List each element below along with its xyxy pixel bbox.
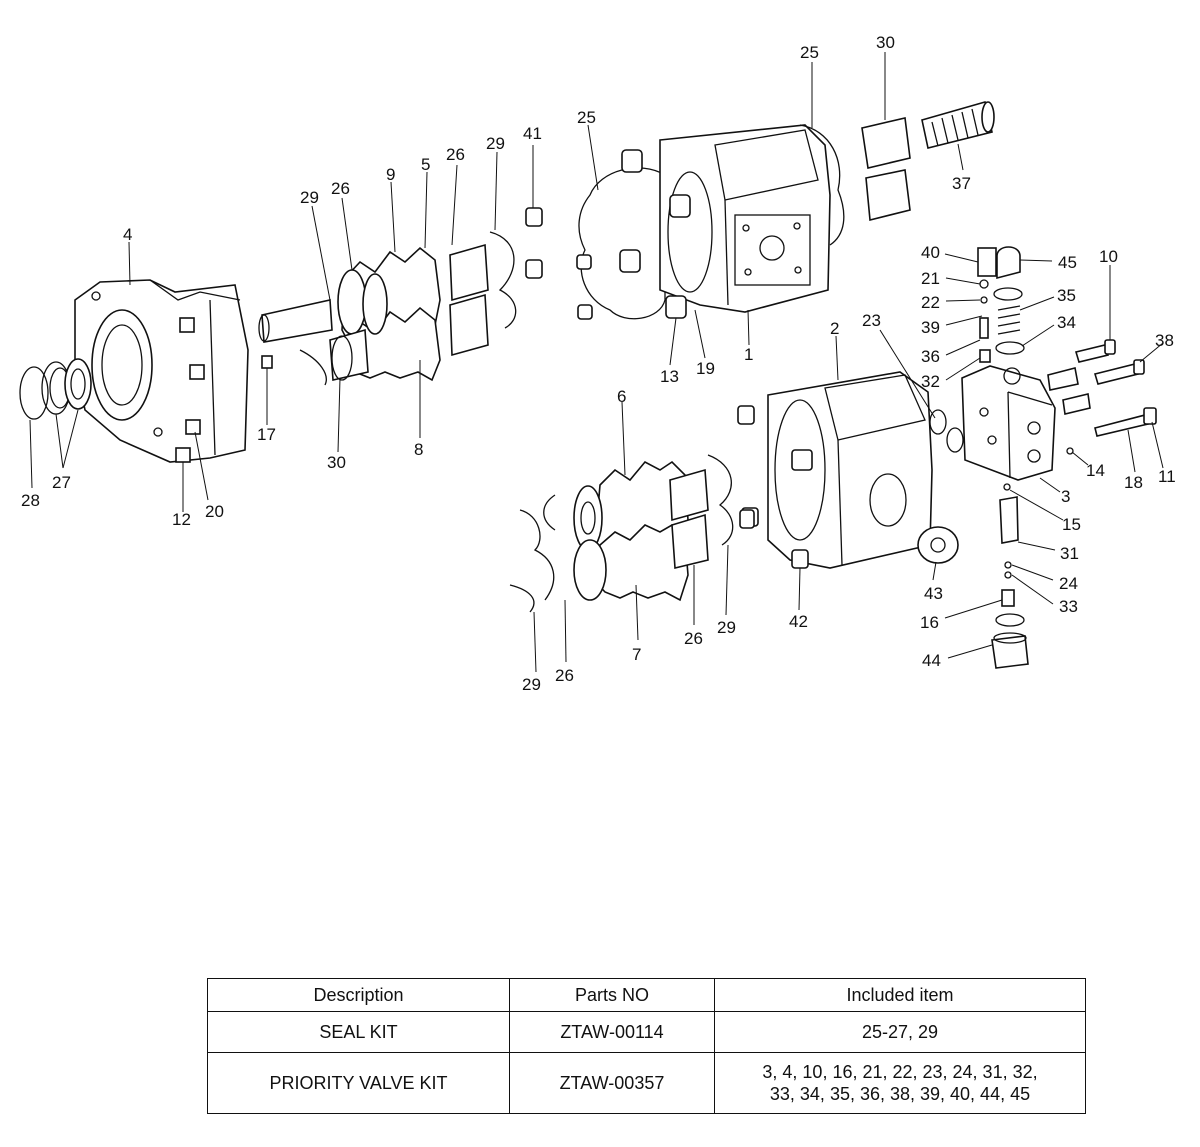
- callout-42: 42: [789, 612, 808, 631]
- callout-1: 1: [744, 345, 753, 364]
- callout-18: 18: [1124, 473, 1143, 492]
- table-row: SEAL KIT ZTAW-00114 25-27, 29: [207, 1011, 1086, 1053]
- cell-included-item: 25-27, 29: [714, 1011, 1086, 1053]
- cell-description: PRIORITY VALVE KIT: [207, 1052, 510, 1114]
- callout-25a: 25: [577, 108, 596, 127]
- callout-26d: 26: [555, 666, 574, 685]
- callout-14: 14: [1086, 461, 1105, 480]
- callout-37: 37: [952, 174, 971, 193]
- callout-28: 28: [21, 491, 40, 510]
- bushings-30: [861, 117, 911, 222]
- callout-15: 15: [1062, 515, 1081, 534]
- callout-11: 11: [1158, 467, 1176, 486]
- valve-block-3: [961, 365, 1056, 481]
- callout-9: 9: [386, 165, 395, 184]
- callout-20: 20: [205, 502, 224, 521]
- callout-5: 5: [421, 155, 430, 174]
- leader-lines: [29, 52, 1164, 673]
- included-items-line-2: 33, 34, 35, 36, 38, 39, 40, 44, 45: [769, 1084, 1031, 1104]
- callout-4: 4: [123, 225, 132, 244]
- callout-45: 45: [1058, 253, 1077, 272]
- callout-21: 21: [921, 269, 940, 288]
- callout-39: 39: [921, 318, 940, 337]
- callout-19: 19: [696, 359, 715, 378]
- header-parts-no: Parts NO: [509, 978, 715, 1012]
- gasket-25-right: [799, 124, 845, 246]
- callout-27: 27: [52, 473, 71, 492]
- included-items-line-1: 3, 4, 10, 16, 21, 22, 23, 24, 31, 32,: [762, 1062, 1038, 1082]
- plug-43: [917, 526, 959, 564]
- callout-32: 32: [921, 372, 940, 391]
- callout-17: 17: [257, 425, 276, 444]
- main-body-2: [737, 371, 933, 569]
- callout-16: 16: [920, 613, 939, 632]
- callout-36: 36: [921, 347, 940, 366]
- table-header-row: Description Parts NO Included item: [207, 978, 1086, 1012]
- callout-8: 8: [414, 440, 423, 459]
- callout-40: 40: [921, 243, 940, 262]
- callout-44: 44: [922, 651, 941, 670]
- drive-gear-assembly: [258, 231, 517, 386]
- shaft-seals: [19, 358, 92, 420]
- main-body-1: [619, 124, 831, 319]
- callout-3: 3: [1061, 487, 1070, 506]
- callout-12: 12: [172, 510, 191, 529]
- lower-valve-stack: [991, 483, 1029, 669]
- o-ring-23b: [946, 427, 964, 453]
- callout-41: 41: [523, 124, 542, 143]
- callout-26c: 26: [684, 629, 703, 648]
- callout-38: 38: [1155, 331, 1174, 350]
- cell-included-item: 3, 4, 10, 16, 21, 22, 23, 24, 31, 32, 33…: [714, 1052, 1086, 1114]
- header-included-item: Included item: [714, 978, 1086, 1012]
- callout-26b: 26: [446, 145, 465, 164]
- callout-10: 10: [1099, 247, 1118, 266]
- callout-22: 22: [921, 293, 940, 312]
- header-description: Description: [207, 978, 510, 1012]
- callout-31: 31: [1060, 544, 1079, 563]
- callout-23: 23: [862, 311, 881, 330]
- bush-lower: [739, 509, 755, 529]
- pin-17: [261, 355, 273, 369]
- callout-2: 2: [830, 319, 839, 338]
- driven-gear-assembly: [509, 454, 734, 613]
- callout-29a: 29: [300, 188, 319, 207]
- callout-30a: 30: [876, 33, 895, 52]
- exploded-parts-diagram: 1 2 3 4 5 6 7 8 9 10 11 12 13 14 15 16 1…: [19, 33, 1176, 694]
- callout-43: 43: [924, 584, 943, 603]
- valve-stack: [977, 246, 1025, 363]
- bushings-41: [525, 207, 543, 279]
- cell-part-no: ZTAW-00114: [509, 1011, 715, 1053]
- parts-kit-table: Description Parts NO Included item SEAL …: [207, 978, 1086, 1114]
- callout-25b: 25: [800, 43, 819, 62]
- gasket-25-left: [578, 167, 666, 320]
- callout-6: 6: [617, 387, 626, 406]
- callout-26a: 26: [331, 179, 350, 198]
- small-bushes-left: [576, 254, 593, 320]
- cell-description: SEAL KIT: [207, 1011, 510, 1053]
- callout-29d: 29: [522, 675, 541, 694]
- table-row: PRIORITY VALVE KIT ZTAW-00357 3, 4, 10, …: [207, 1052, 1086, 1114]
- callout-24: 24: [1059, 574, 1078, 593]
- callout-numbers: 1 2 3 4 5 6 7 8 9 10 11 12 13 14 15 16 1…: [21, 33, 1176, 694]
- cell-part-no: ZTAW-00357: [509, 1052, 715, 1114]
- callout-34: 34: [1057, 313, 1076, 332]
- callout-7: 7: [632, 645, 641, 664]
- strainer-37: [921, 100, 995, 149]
- callout-13: 13: [660, 367, 679, 386]
- callout-35: 35: [1057, 286, 1076, 305]
- callout-29c: 29: [717, 618, 736, 637]
- flange-cover: [74, 279, 249, 463]
- callout-33: 33: [1059, 597, 1078, 616]
- callout-30b: 30: [327, 453, 346, 472]
- callout-29b: 29: [486, 134, 505, 153]
- bolts: [1047, 339, 1157, 455]
